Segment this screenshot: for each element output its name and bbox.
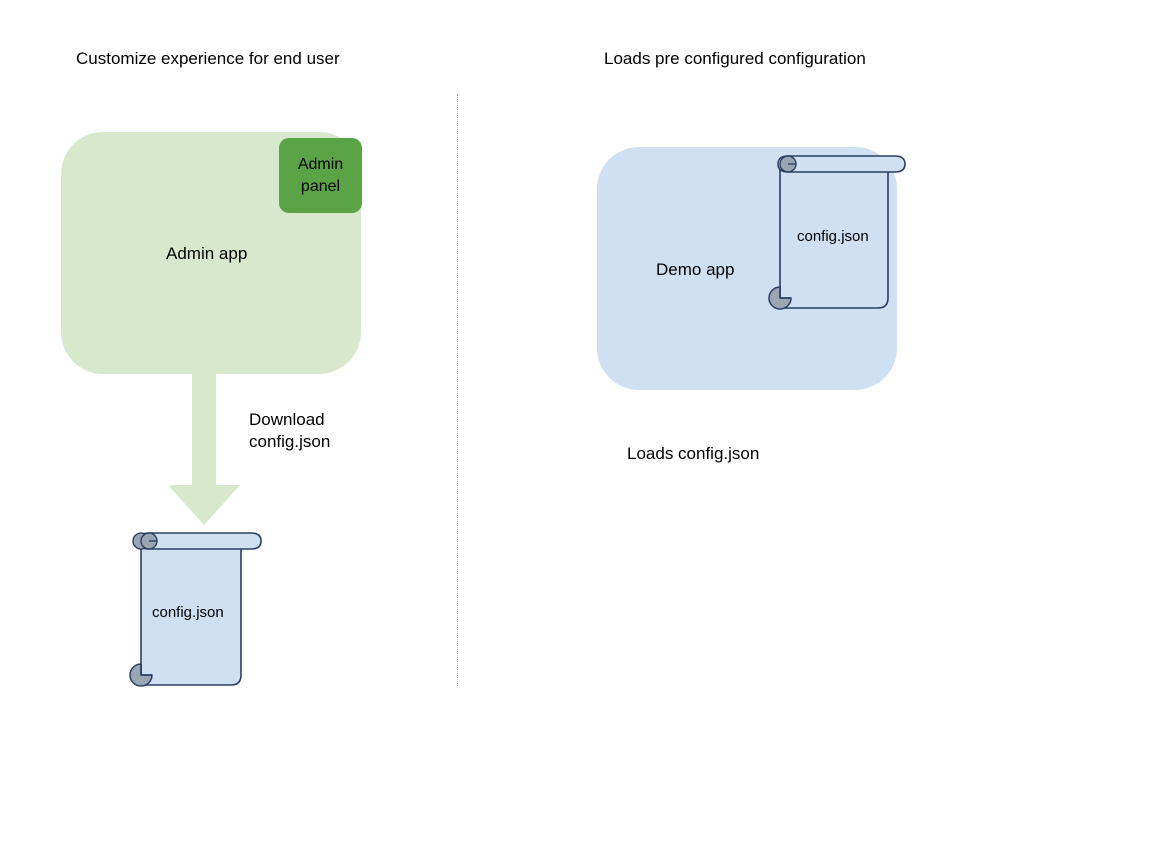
admin-panel-badge-label: Admin panel [297, 155, 344, 195]
admin-panel-badge[interactable]: Admin panel [279, 138, 362, 213]
config-json-document-right [764, 153, 919, 318]
config-json-document-left-label: config.json [152, 604, 224, 621]
config-json-document-left [125, 530, 270, 695]
demo-app-label: Demo app [656, 260, 735, 279]
loads-config-caption: Loads config.json [627, 444, 760, 463]
config-json-document-right-label: config.json [797, 228, 869, 245]
left-section-title: Customize experience for end user [76, 49, 340, 68]
download-arrow-label: Download config.json [249, 409, 330, 453]
admin-app-label: Admin app [166, 244, 248, 263]
section-divider [457, 94, 458, 686]
download-arrow-icon [170, 370, 250, 530]
download-arrow-label-line2: config.json [249, 432, 331, 451]
download-arrow-label-line1: Download [249, 410, 325, 429]
right-section-title: Loads pre configured configuration [604, 49, 866, 68]
